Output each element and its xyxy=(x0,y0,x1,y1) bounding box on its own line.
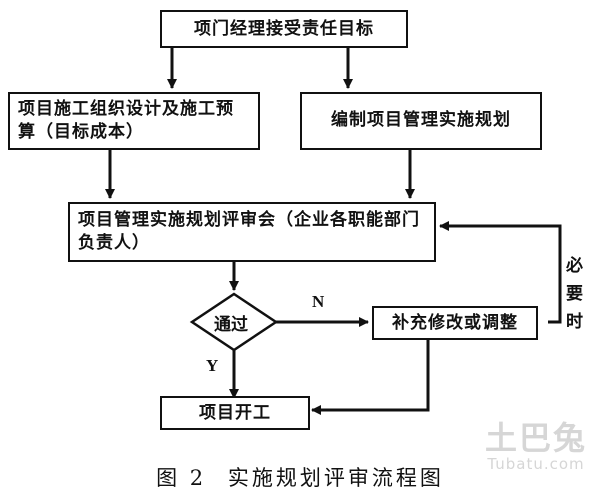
watermark-en: Tubatu.com xyxy=(487,455,585,473)
decision-label: 通过 xyxy=(214,315,248,335)
node-start-text: 项目开工 xyxy=(199,403,271,423)
node-revise-text: 补充修改或调整 xyxy=(392,313,518,333)
watermark-cn: 土巴兔 xyxy=(484,419,587,457)
arrow-revise-to-review xyxy=(439,221,562,324)
decision-diamond xyxy=(189,292,279,352)
node-target-text: 项门经理接受责任目标 xyxy=(194,19,374,39)
node-target: 项门经理接受责任目标 xyxy=(160,10,408,48)
node-design: 项目施工组织设计及施工预算（目标成本） xyxy=(8,92,260,150)
arrow-revise-to-start xyxy=(311,338,430,415)
node-revise: 补充修改或调整 xyxy=(372,306,538,340)
node-review-text: 项目管理实施规划评审会（企业各职能部门负责人） xyxy=(78,210,420,253)
label-yes: Y xyxy=(206,356,219,375)
caption-number: 图 2 xyxy=(156,466,207,490)
node-design-text: 项目施工组织设计及施工预算（目标成本） xyxy=(18,99,234,142)
label-no: N xyxy=(312,292,325,311)
node-plan: 编制项目管理实施规划 xyxy=(300,92,542,150)
node-plan-text: 编制项目管理实施规划 xyxy=(331,110,511,130)
watermark-logo: 土巴兔 Tubatu.com xyxy=(478,420,594,472)
label-when-needed: 必要时 xyxy=(566,256,583,332)
node-review: 项目管理实施规划评审会（企业各职能部门负责人） xyxy=(68,202,436,262)
node-start: 项目开工 xyxy=(160,396,310,430)
figure-caption: 图 2 实施规划评审流程图 xyxy=(0,462,600,492)
caption-title: 实施规划评审流程图 xyxy=(227,466,444,490)
